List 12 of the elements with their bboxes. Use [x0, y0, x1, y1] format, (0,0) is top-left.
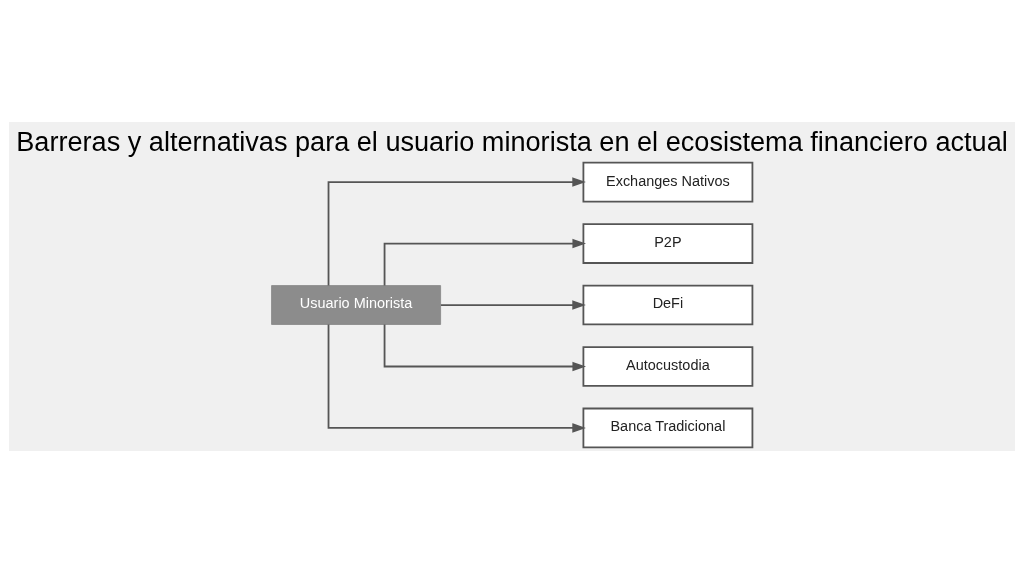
arrow	[383, 238, 587, 286]
node-box: Usuario Minorista	[271, 284, 442, 325]
diagram-title: Barreras y alternativas para el usuario minorista en el ecosistema financiero actual	[16, 125, 1008, 157]
node-box: P2P	[582, 222, 754, 264]
node-box: Autocustodia	[582, 345, 754, 387]
node-box: Exchanges Nativos	[582, 161, 754, 202]
arrow	[383, 323, 587, 371]
arrow	[327, 176, 586, 286]
arrow	[440, 299, 586, 310]
arrow	[327, 323, 586, 433]
node-box: DeFi	[582, 284, 754, 325]
node-box: Banca Tradicional	[582, 407, 754, 448]
